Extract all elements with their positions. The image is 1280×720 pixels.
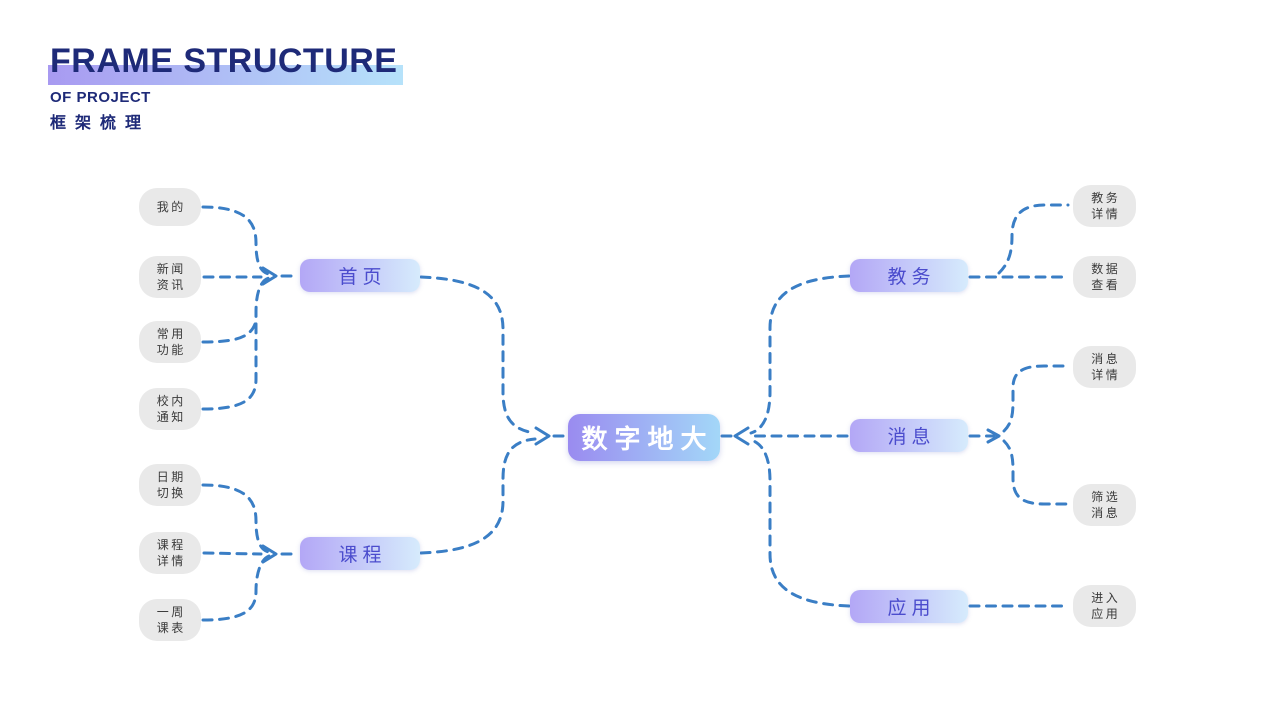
leaf-enter-app: 进入 应用	[1073, 585, 1136, 627]
edge-course-center	[419, 437, 537, 555]
leaf-academic-detail: 教务 详情	[1073, 185, 1136, 227]
subtitle-zh: 框架梳理	[50, 114, 151, 132]
edge-message-filter	[1002, 439, 1070, 506]
branch-app: 应用	[850, 590, 968, 623]
title-block: FRAME STRUCTURE OF PROJECT 框架梳理	[48, 42, 404, 133]
leaf-week-schedule: 一周 课表	[139, 599, 201, 641]
branch-message: 消息	[850, 419, 968, 452]
leaf-data-view: 数据 查看	[1073, 256, 1136, 298]
leaf-filter-message: 筛选 消息	[1073, 484, 1136, 526]
edge-home-center	[419, 275, 537, 435]
edge-academic-detail	[997, 203, 1070, 275]
page-title: FRAME STRUCTURE	[50, 42, 398, 80]
leaf-course-detail: 课程 详情	[139, 532, 201, 574]
edge-date-course	[201, 483, 271, 554]
arrowhead-into-center-right-icon	[733, 426, 750, 446]
subtitle-en: OF PROJECT	[50, 88, 151, 106]
arrowhead-into-course-icon	[261, 544, 278, 564]
arrowhead-message-fork-icon	[986, 428, 1001, 444]
edge-common-home	[201, 322, 257, 344]
edge-academic-center	[749, 274, 851, 435]
edge-mine-home	[201, 205, 271, 276]
edge-week-course	[201, 554, 271, 622]
leaf-news: 新闻 资讯	[139, 256, 201, 298]
leaf-mine: 我的	[139, 188, 201, 226]
edge-detail-course	[202, 551, 263, 556]
arrowhead-into-center-left-icon	[534, 426, 551, 446]
leaf-common-functions: 常用 功能	[139, 321, 201, 363]
edge-notice-home	[201, 276, 271, 411]
branch-home: 首页	[300, 259, 420, 292]
center-node: 数字地大	[568, 414, 720, 461]
leaf-campus-notice: 校内 通知	[139, 388, 201, 430]
title-highlight-bar	[48, 65, 404, 85]
branch-course: 课程	[300, 537, 420, 570]
edge-app-center	[749, 438, 851, 608]
arrowhead-into-home-icon	[261, 266, 278, 286]
leaf-date-switch: 日期 切换	[139, 464, 201, 506]
edge-message-detail	[1002, 364, 1070, 433]
leaf-message-detail: 消息 详情	[1073, 346, 1136, 388]
branch-academic: 教务	[850, 259, 968, 292]
